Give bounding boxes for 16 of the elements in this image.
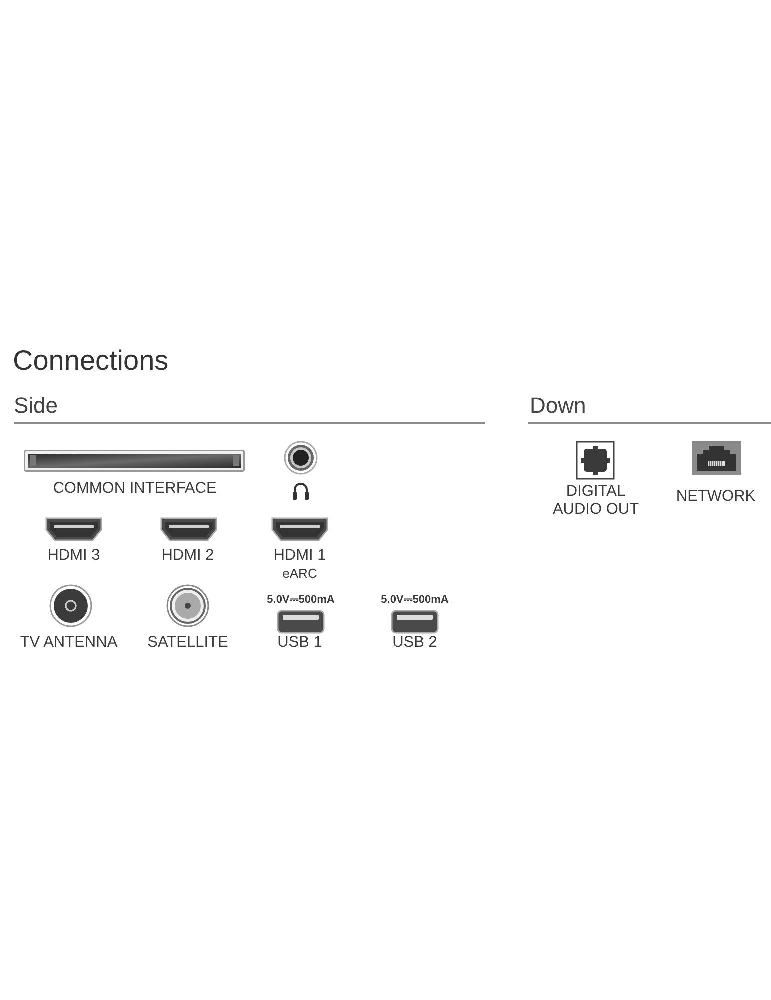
port-label: HDMI 1 [274, 547, 326, 565]
port-label: HDMI 2 [162, 547, 214, 565]
port-label: NETWORK [676, 488, 756, 506]
section-heading: Side [14, 393, 58, 418]
port-label: SATELLITE [148, 634, 228, 652]
port-label: DIGITAL AUDIO OUT [552, 483, 640, 519]
port-label: TV ANTENNA [20, 634, 118, 652]
port-label: USB 1 [278, 634, 322, 652]
port-note: eARC [282, 567, 318, 582]
port-label: COMMON INTERFACE [53, 480, 217, 498]
power-rating: 5.0V⎓500mA [381, 594, 449, 607]
power-rating: 5.0V⎓500mA [267, 594, 335, 607]
page-title: Connections [13, 345, 169, 378]
section-heading: Down [530, 393, 586, 418]
port-label: USB 2 [392, 634, 438, 652]
port-label: HDMI 3 [48, 547, 100, 565]
